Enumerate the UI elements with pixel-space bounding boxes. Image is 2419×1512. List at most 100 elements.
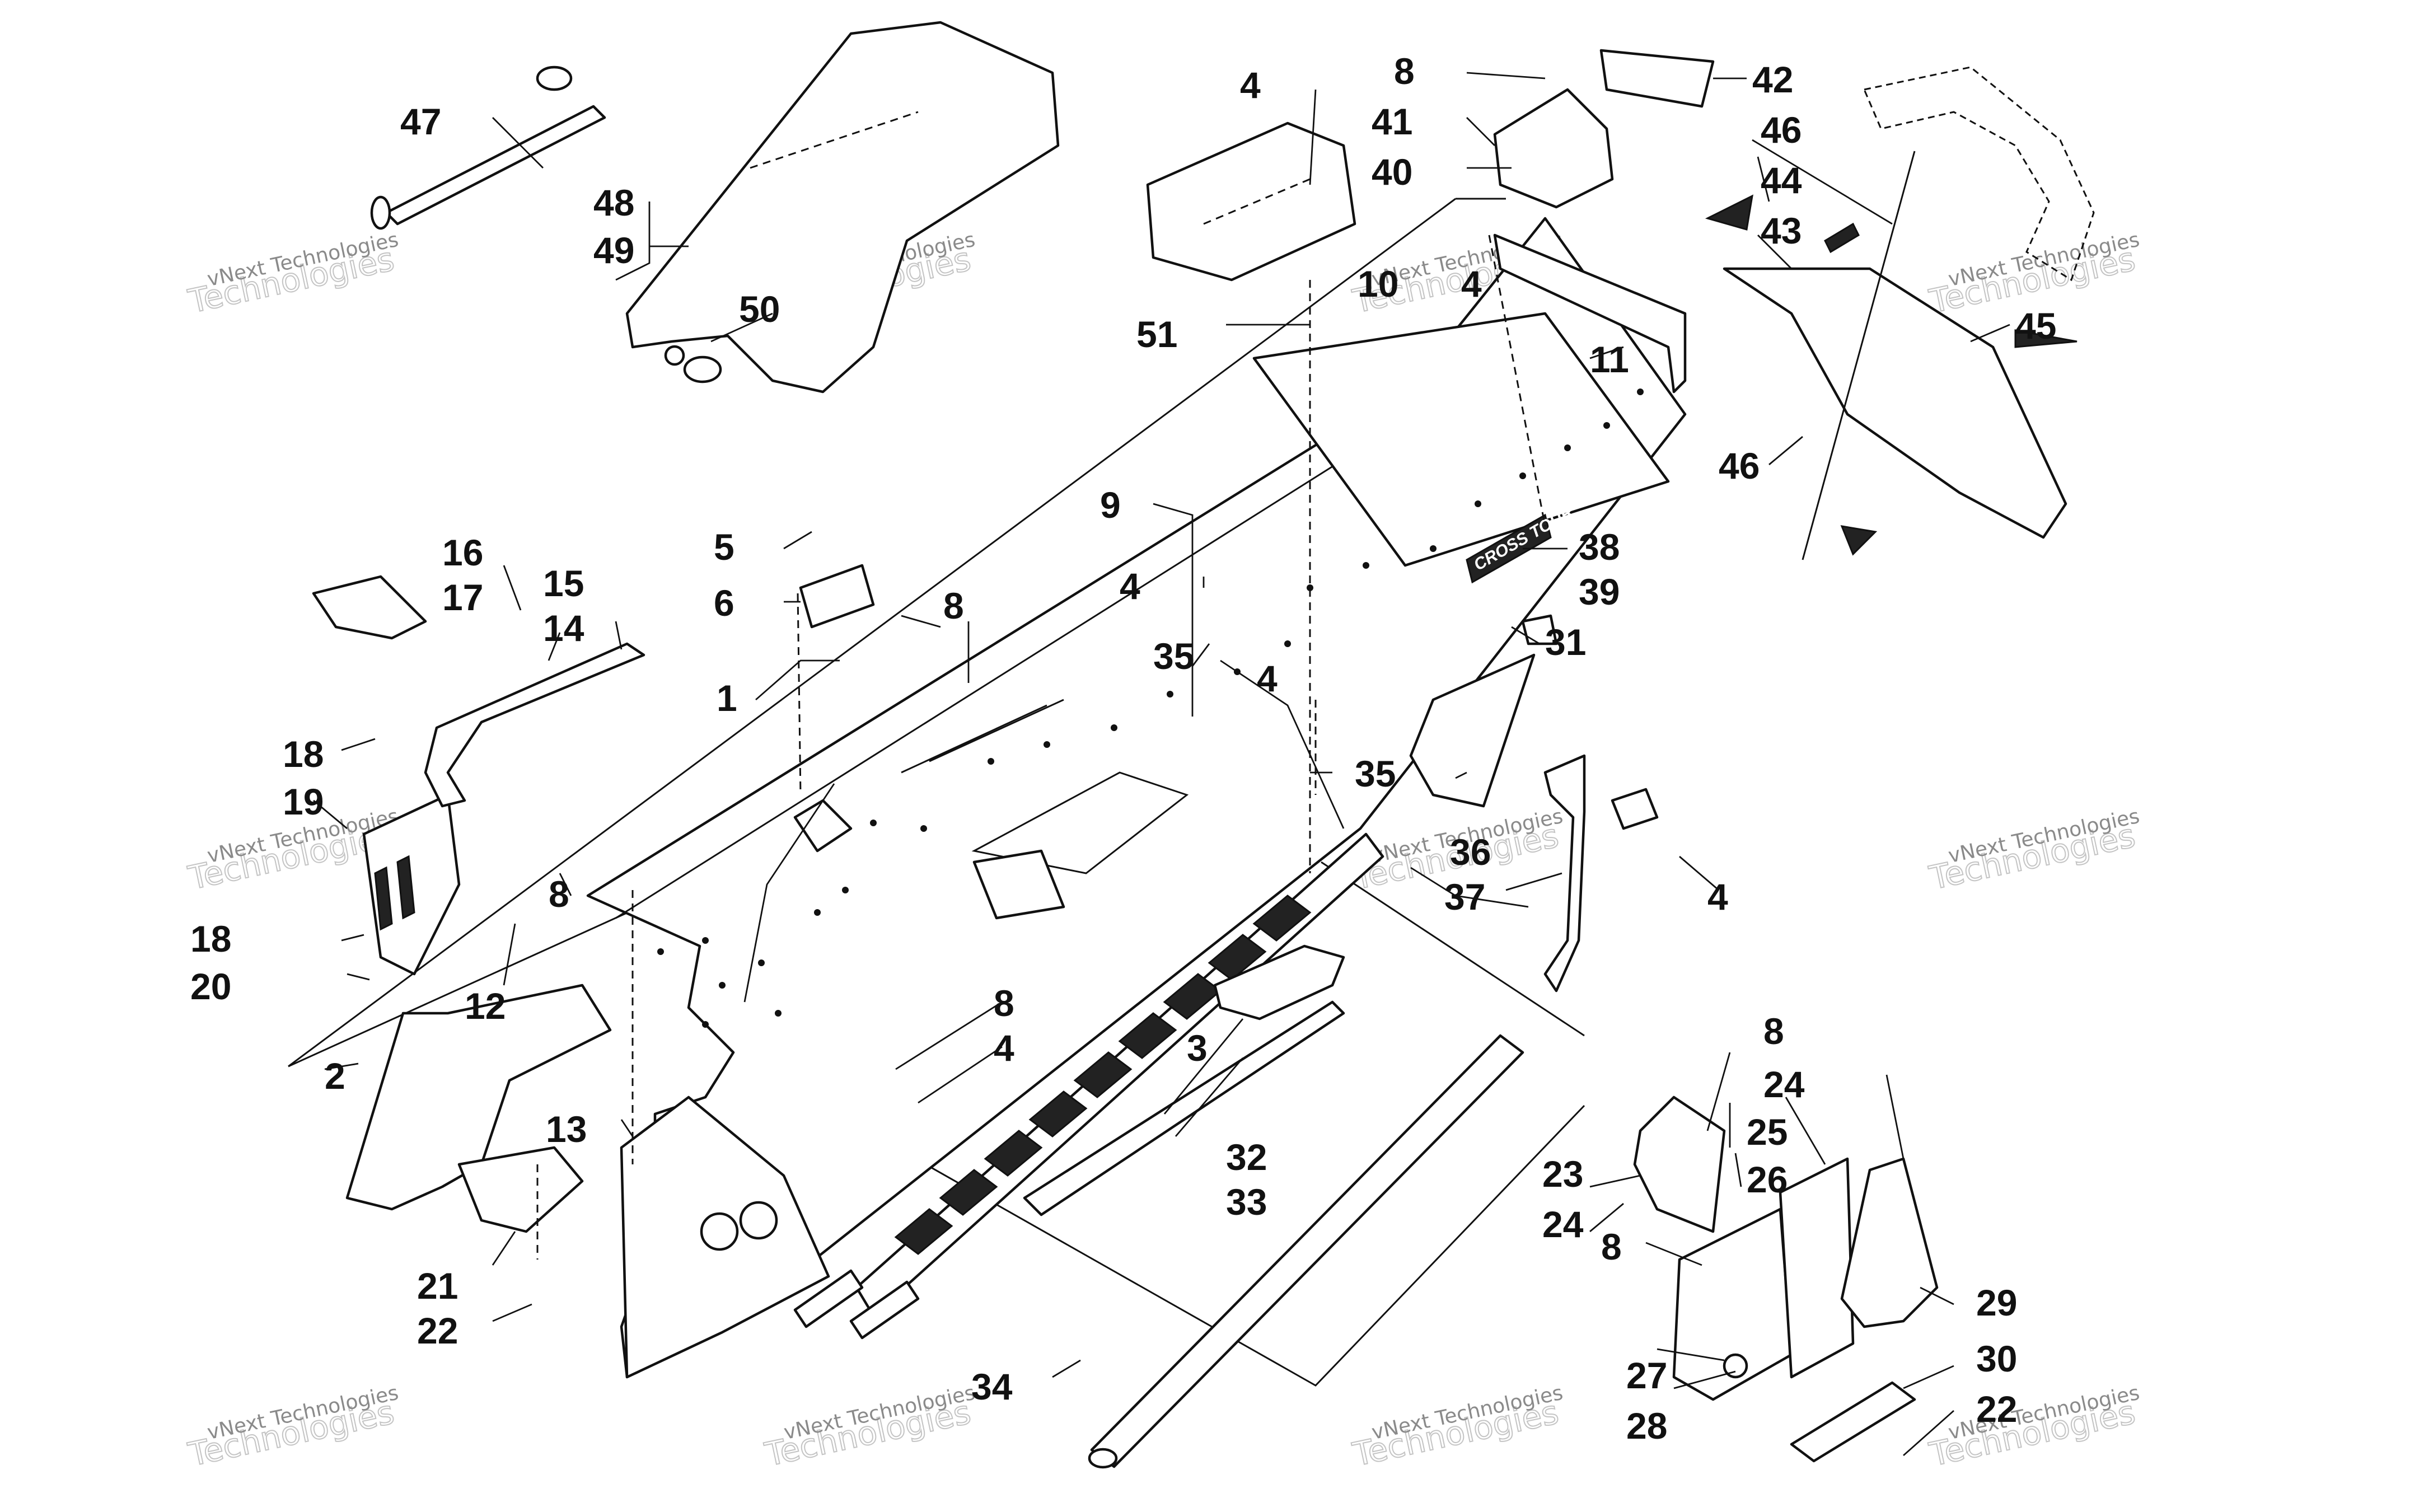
callout-17: 17 xyxy=(442,577,483,618)
callout-49: 49 xyxy=(593,230,634,271)
callout-38: 38 xyxy=(1579,526,1620,568)
callout-8-right: 8 xyxy=(1763,1010,1784,1052)
washer xyxy=(683,355,722,383)
lower-right-parts xyxy=(1633,1096,1939,1463)
bracket-left xyxy=(972,849,1065,920)
cover-piece xyxy=(312,575,427,640)
callout-27: 27 xyxy=(1626,1355,1667,1396)
tunnel-rear-panel xyxy=(1252,312,1670,567)
front-panel xyxy=(345,984,612,1211)
tunnel-holes xyxy=(657,388,1644,1028)
seat-parts xyxy=(370,21,1356,394)
callout-47: 47 xyxy=(400,101,441,142)
callout-21: 21 xyxy=(417,1265,458,1307)
side-panel xyxy=(1409,653,1536,808)
callout-2: 2 xyxy=(325,1055,345,1097)
air-pump xyxy=(385,105,606,226)
callout-46-lower: 46 xyxy=(1719,445,1760,486)
callout-18: 18 xyxy=(283,733,324,775)
callout-5: 5 xyxy=(714,526,734,568)
rear-bumper-dashed xyxy=(1863,66,2095,282)
decal-strip xyxy=(2014,329,2078,348)
callout-50: 50 xyxy=(739,288,780,330)
callout-24: 24 xyxy=(1763,1064,1805,1105)
footrest-cover xyxy=(457,1146,584,1233)
front-parts xyxy=(312,575,645,1233)
seat-bag xyxy=(625,21,1060,394)
fastener xyxy=(1723,1353,1748,1379)
callout-44: 44 xyxy=(1761,160,1802,201)
callout-12: 12 xyxy=(465,985,506,1027)
vent-slot xyxy=(849,1280,920,1340)
bushing xyxy=(664,345,685,366)
callout-33: 33 xyxy=(1226,1181,1267,1223)
gauge-opening xyxy=(700,1212,739,1251)
callout-40: 40 xyxy=(1372,151,1412,193)
small-bracket xyxy=(799,564,875,629)
callout-36: 36 xyxy=(1450,831,1491,873)
callout-4-mid: 4 xyxy=(1120,565,1140,607)
callout-30: 30 xyxy=(1976,1338,2017,1379)
rear-crossbar xyxy=(1493,233,1687,394)
callout-39: 39 xyxy=(1579,571,1620,612)
callout-9: 9 xyxy=(1100,484,1121,526)
callout-37: 37 xyxy=(1444,876,1485,918)
callout-24-lower: 24 xyxy=(1542,1204,1584,1245)
callout-8-lower: 8 xyxy=(994,982,1014,1024)
pump-gauge xyxy=(536,65,573,91)
callout-6: 6 xyxy=(714,582,734,624)
reflector xyxy=(1824,222,1860,254)
side-decal xyxy=(1466,513,1552,584)
vent-slot xyxy=(793,1269,864,1328)
gauge-opening xyxy=(739,1201,778,1240)
callout-8-mid: 8 xyxy=(943,585,964,626)
callout-22-right: 22 xyxy=(1976,1388,2017,1430)
callout-13: 13 xyxy=(546,1108,587,1150)
tunnel-assembly: CROSSTOUR CROSS TOUR xyxy=(586,217,1687,1379)
grab-bar xyxy=(1090,1034,1524,1468)
tube-bracket xyxy=(424,642,645,808)
side-rail xyxy=(1023,1000,1345,1216)
callout-42: 42 xyxy=(1752,59,1793,100)
callout-28: 28 xyxy=(1626,1405,1667,1447)
callout-1: 1 xyxy=(717,677,737,719)
rear-bracket xyxy=(1493,88,1614,209)
callout-4-right: 4 xyxy=(1707,876,1728,918)
callout-4-upper: 4 xyxy=(1461,263,1482,305)
callout-46: 46 xyxy=(1761,109,1802,151)
tail-light xyxy=(1599,49,1715,108)
callout-22: 22 xyxy=(417,1310,458,1351)
side-cover xyxy=(1633,1096,1726,1233)
arrow-marker xyxy=(1705,194,1753,231)
callout-3: 3 xyxy=(1187,1027,1208,1069)
rail-parts xyxy=(1023,944,1524,1469)
rear-cap xyxy=(1790,1381,1916,1463)
side-parts xyxy=(793,564,1659,993)
callout-26: 26 xyxy=(1747,1159,1788,1200)
vent-cover xyxy=(1840,1157,1939,1328)
callout-35-right: 35 xyxy=(1355,753,1396,794)
callout-4-center: 4 xyxy=(1257,658,1278,699)
callout-8: 8 xyxy=(1394,50,1415,92)
pump-handle xyxy=(370,195,391,230)
callout-34: 34 xyxy=(971,1366,1013,1407)
callout-23: 23 xyxy=(1542,1153,1583,1195)
callout-4: 4 xyxy=(1240,64,1261,106)
snowflap xyxy=(1723,267,2067,539)
bracket-plate xyxy=(1611,788,1659,830)
callout-35: 35 xyxy=(1153,635,1194,677)
callout-labels: 47 48 49 50 4 8 41 40 42 46 44 43 45 46 … xyxy=(190,50,2056,1447)
fastener-lines xyxy=(536,235,1546,1260)
callout-20: 20 xyxy=(190,966,231,1007)
callout-45: 45 xyxy=(2015,305,2056,347)
callout-11: 11 xyxy=(1590,339,1629,380)
callout-31: 31 xyxy=(1545,621,1586,663)
mounting-plate xyxy=(1779,1157,1855,1379)
